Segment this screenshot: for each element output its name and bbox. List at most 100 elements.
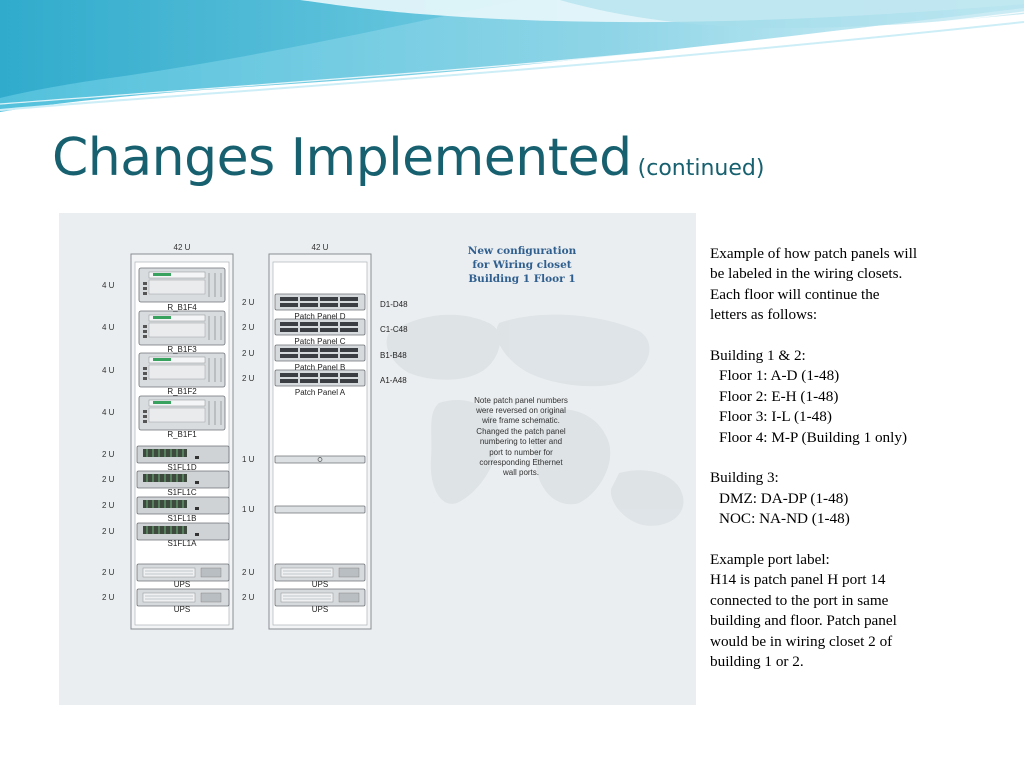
rack-shelf-1 <box>274 455 366 464</box>
text-line: building and floor. Patch panel <box>710 612 897 630</box>
text-line: Example of how patch panels will <box>710 245 918 262</box>
list-item: NOC: NA-ND (1-48) <box>719 510 850 528</box>
patch-panel-label: Patch Panel D <box>294 312 345 321</box>
diagram-note-line: numbering to letter and <box>480 437 562 446</box>
switch-S1FL1A <box>136 522 230 541</box>
device-label: UPS <box>312 605 328 614</box>
header-wave-decoration <box>0 0 1024 112</box>
unit-label: 2 U <box>242 323 255 332</box>
unit-label: 4 U <box>102 323 115 332</box>
device-label: R_B1F1 <box>167 430 197 439</box>
list-item: Floor 4: M-P (Building 1 only) <box>719 428 908 446</box>
slide-body-text: Example of how patch panels will be labe… <box>710 244 1010 693</box>
list-item: Floor 3: I-L (1-48) <box>719 408 832 426</box>
device-label: UPS <box>174 580 190 589</box>
ups-left-2 <box>136 588 230 607</box>
unit-label: 2 U <box>102 593 115 602</box>
unit-label: 4 U <box>102 281 115 290</box>
rack-left: 42 U <box>102 243 234 630</box>
port-range-label: A1-A48 <box>380 376 407 385</box>
switch-S1FL1B <box>136 496 230 515</box>
text-line: building 1 or 2. <box>710 653 804 671</box>
building-1-2-list: Building 1 & 2: Floor 1: A-D (1-48) Floo… <box>710 346 1010 448</box>
list-heading: Building 1 & 2: <box>710 347 806 365</box>
intro-paragraph: Example of how patch panels will be labe… <box>710 244 1010 326</box>
diagram-note-line: Changed the patch panel <box>476 427 566 436</box>
switch-S1FL1C <box>136 470 230 489</box>
router-R_B1F3 <box>138 310 226 346</box>
slide-title: Changes Implemented(continued) <box>52 128 764 188</box>
patch-panel-label: Patch Panel C <box>294 337 345 346</box>
unit-label: 2 U <box>102 450 115 459</box>
diagram-heading: New configuration for Wiring closet Buil… <box>468 245 577 285</box>
patch-panel-label: Patch Panel B <box>295 363 346 372</box>
patch-panel-c <box>274 318 366 336</box>
list-item: Floor 1: A-D (1-48) <box>719 367 840 385</box>
rack-right-header: 42 U <box>312 243 329 252</box>
diagram-heading-line: for Wiring closet <box>472 259 571 271</box>
device-label: S1FL1B <box>168 514 197 523</box>
patch-panel-d <box>274 293 366 311</box>
unit-label: 2 U <box>102 568 115 577</box>
device-label: R_B1F4 <box>167 303 197 312</box>
port-range-label: C1-C48 <box>380 325 408 334</box>
device-label: UPS <box>312 580 328 589</box>
unit-label: 4 U <box>102 408 115 417</box>
device-label: UPS <box>174 605 190 614</box>
wiring-closet-diagram: 42 U <box>59 213 696 705</box>
ups-right-1 <box>274 563 366 582</box>
list-item: Floor 2: E-H (1-48) <box>719 387 839 405</box>
unit-label: 2 U <box>102 501 115 510</box>
rack-shelf-2 <box>274 505 366 514</box>
building-3-list: Building 3: DMZ: DA-DP (1-48) NOC: NA-ND… <box>710 468 1010 529</box>
list-heading: Example port label: <box>710 551 830 569</box>
title-subtitle: (continued) <box>637 156 765 181</box>
patch-panel-b <box>274 344 366 362</box>
diagram-note-line: port to number for <box>489 448 553 457</box>
unit-label: 1 U <box>242 455 255 464</box>
text-line: letters as follows: <box>710 306 818 324</box>
diagram-note: Note patch panel numbers were reversed o… <box>474 396 568 477</box>
device-label: R_B1F3 <box>167 345 197 354</box>
unit-label: 2 U <box>102 527 115 536</box>
diagram-note-line: corresponding Ethernet <box>479 458 563 467</box>
switch-S1FL1D <box>136 445 230 464</box>
text-line: connected to the port in same <box>710 591 889 609</box>
router-R_B1F2 <box>138 352 226 388</box>
title-main: Changes Implemented <box>52 128 632 188</box>
list-item: DMZ: DA-DP (1-48) <box>719 489 849 507</box>
port-range-label: D1-D48 <box>380 300 408 309</box>
diagram-note-line: wall ports. <box>502 468 539 477</box>
patch-panel-a <box>274 369 366 387</box>
device-label: S1FL1D <box>167 463 197 472</box>
unit-label: 2 U <box>242 374 255 383</box>
device-label: S1FL1A <box>168 539 198 548</box>
diagram-note-line: wire frame schematic. <box>481 416 560 425</box>
text-line: H14 is patch panel H port 14 <box>710 571 886 589</box>
text-line: would be in wiring closet 2 of <box>710 632 893 650</box>
port-range-label: B1-B48 <box>380 351 407 360</box>
diagram-note-line: Note patch panel numbers <box>474 396 568 405</box>
example-paragraph: Example port label: H14 is patch panel H… <box>710 550 1010 672</box>
diagram-note-line: were reversed on original <box>475 406 566 415</box>
rack-right: 42 U <box>242 243 408 630</box>
unit-label: 2 U <box>242 349 255 358</box>
ups-left-1 <box>136 563 230 582</box>
unit-label: 4 U <box>102 366 115 375</box>
unit-label: 2 U <box>242 593 255 602</box>
rack-diagram-svg: 42 U <box>102 243 684 630</box>
patch-panel-label: Patch Panel A <box>295 388 346 397</box>
unit-label: 2 U <box>242 298 255 307</box>
diagram-heading-line: Building 1 Floor 1 <box>468 273 575 285</box>
router-R_B1F4 <box>138 267 226 303</box>
rack-left-header: 42 U <box>174 243 191 252</box>
unit-label: 2 U <box>102 475 115 484</box>
unit-label: 2 U <box>242 568 255 577</box>
world-map-backdrop <box>386 314 684 526</box>
unit-label: 1 U <box>242 505 255 514</box>
ups-right-2 <box>274 588 366 607</box>
text-line: Each floor will continue the <box>710 285 880 303</box>
list-heading: Building 3: <box>710 469 779 487</box>
device-label: R_B1F2 <box>167 387 197 396</box>
